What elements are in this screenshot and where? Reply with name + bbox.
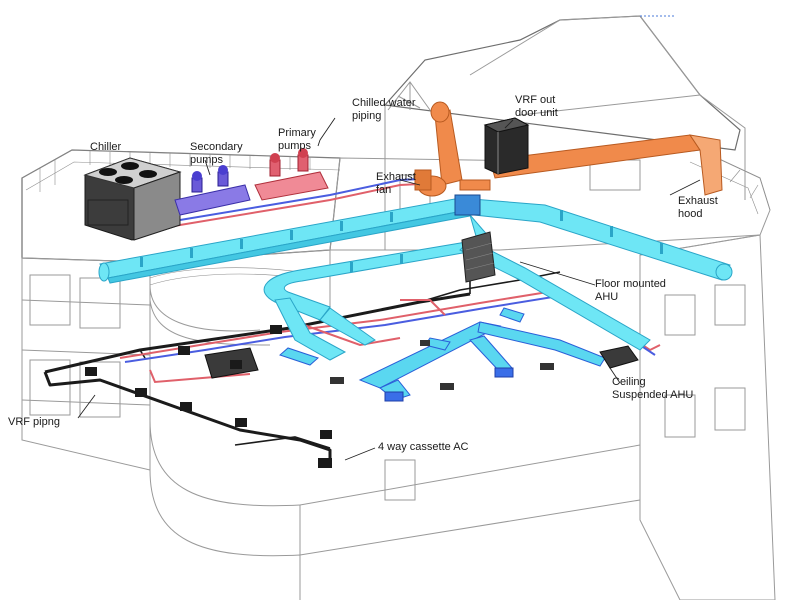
exhaust-ductwork: [414, 101, 723, 197]
label-vrf-piping: VRF pipng: [8, 416, 60, 428]
label-secondary-pumps: Secondary pumps: [190, 141, 246, 166]
leader-lines: [77, 117, 701, 461]
label-floor-mounted-ahu: Floor mounted AHU: [595, 278, 669, 303]
label-chilled-water-piping: Chilled water piping: [352, 97, 419, 122]
vrf-outdoor-unit: [483, 117, 530, 175]
secondary-pumps: [174, 165, 251, 216]
label-chiller: Chiller: [90, 141, 122, 153]
label-ceiling-suspended-ahu: Ceiling Suspended AHU: [612, 376, 693, 401]
cassette-ac-units: [85, 325, 554, 468]
primary-pumps: [254, 148, 329, 201]
supply-ductwork: [98, 197, 733, 402]
chiller: [83, 157, 182, 241]
label-cassette-ac: 4 way cassette AC: [378, 441, 469, 453]
floor-mounted-ahu: [454, 194, 496, 283]
label-exhaust-hood: Exhaust hood: [678, 195, 721, 220]
labels: Chiller Secondary pumps Primary pumps Ch…: [8, 94, 721, 453]
label-exhaust-fan: Exhaust fan: [376, 171, 419, 196]
label-primary-pumps: Primary pumps: [278, 127, 319, 152]
label-vrf-outdoor-unit: VRF out door unit: [515, 94, 558, 119]
